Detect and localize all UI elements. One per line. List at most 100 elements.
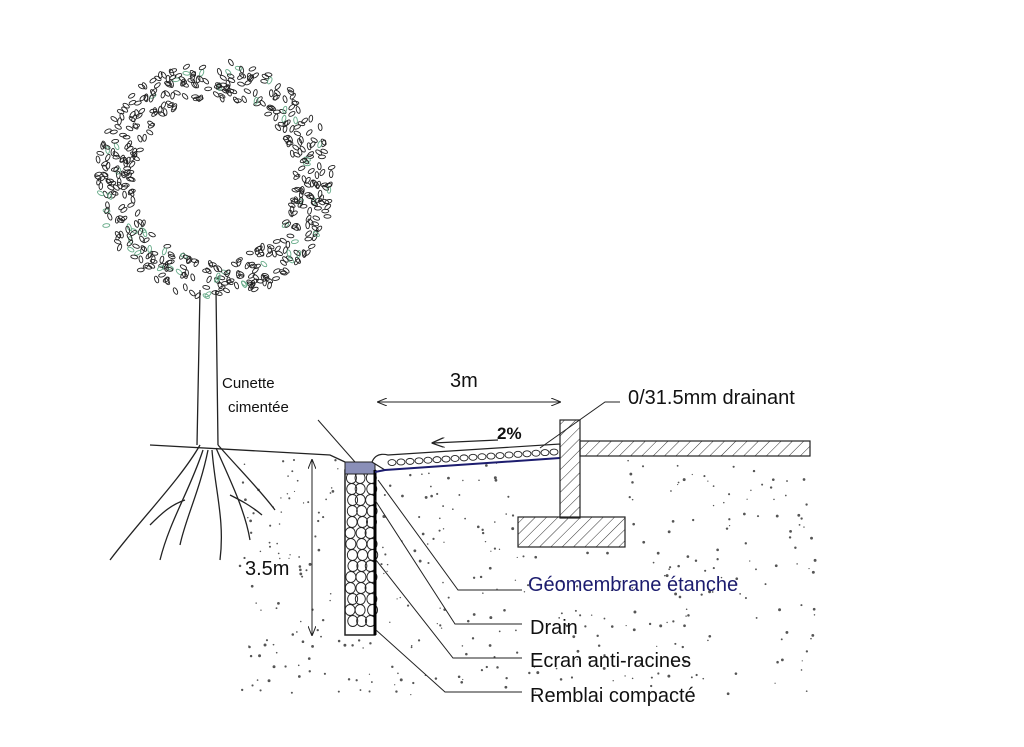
soil-speck — [275, 607, 278, 610]
leaf — [251, 278, 259, 285]
leaf — [165, 100, 174, 107]
soil-speck — [259, 550, 262, 553]
soil-speck — [631, 586, 634, 589]
soil-speck — [389, 621, 391, 623]
leaf — [128, 161, 136, 168]
tree-crown — [94, 58, 336, 299]
leaf — [112, 184, 120, 191]
leaf — [202, 77, 210, 85]
leaf — [309, 141, 316, 148]
leaf — [225, 69, 232, 76]
soil-speck — [410, 694, 412, 696]
gravel-stone — [405, 457, 415, 465]
soil-speck — [800, 604, 803, 607]
leaf — [182, 254, 191, 260]
leaf — [140, 219, 146, 228]
stone — [347, 593, 359, 605]
soil-speck — [284, 665, 287, 668]
leaf — [252, 89, 258, 97]
soil-speck — [648, 622, 652, 626]
leaf — [228, 58, 234, 67]
soil-speck — [728, 524, 731, 527]
leaf — [128, 116, 136, 123]
soil-speck — [241, 688, 244, 692]
leaf — [122, 190, 127, 199]
soil-speck — [498, 630, 501, 633]
soil-speck — [671, 520, 675, 523]
soil-speck — [421, 473, 423, 475]
ground-line — [149, 444, 346, 463]
soil-speck — [801, 660, 803, 662]
soil-speck — [337, 690, 340, 693]
leaf — [308, 114, 314, 123]
leaf — [160, 101, 167, 109]
soil-speck — [362, 647, 364, 649]
soil-speck — [641, 465, 645, 468]
soil-speck — [514, 579, 517, 581]
soil-speck — [523, 591, 526, 593]
soil-speck — [516, 556, 518, 559]
soil-speck — [685, 615, 687, 617]
leaf — [293, 174, 301, 180]
leaf — [106, 192, 113, 200]
slope-label: 2% — [497, 424, 522, 443]
soil-speck — [588, 656, 592, 659]
leaf — [204, 291, 212, 298]
leaf — [311, 225, 319, 232]
soil-speck — [810, 637, 812, 640]
soil-speck — [317, 548, 321, 552]
soil-speck — [464, 517, 466, 520]
soil-speck — [811, 633, 815, 637]
soil-speck — [424, 496, 428, 499]
leaf — [244, 79, 252, 86]
soil-speck — [308, 670, 311, 673]
leaf — [312, 233, 318, 242]
leaf — [120, 215, 128, 222]
leaf — [308, 192, 315, 200]
soil-speck — [465, 652, 468, 656]
leaf — [267, 77, 273, 85]
soil-speck — [559, 678, 563, 681]
soil-speck — [299, 572, 303, 576]
soil-speck — [440, 627, 443, 629]
leaf — [193, 259, 200, 268]
leaf — [181, 93, 189, 100]
leaf — [169, 74, 177, 81]
soil-speck — [482, 592, 484, 594]
soil-speck — [337, 468, 339, 470]
leaf — [307, 207, 312, 215]
soil-speck — [534, 555, 538, 559]
leaf — [289, 149, 295, 158]
soil-speck — [307, 657, 311, 660]
leaf — [97, 190, 105, 197]
leaf — [234, 65, 243, 71]
soil-speck — [488, 644, 492, 647]
soil-speck — [803, 526, 805, 528]
soil-speck — [368, 690, 371, 693]
leaf — [194, 292, 202, 299]
soil-speck — [667, 530, 671, 534]
leaf — [165, 82, 173, 88]
leaf — [312, 215, 321, 221]
leaf — [260, 260, 268, 268]
leaf — [121, 182, 130, 188]
leaf — [197, 75, 204, 83]
leaf — [126, 176, 135, 182]
soil-speck — [666, 621, 668, 624]
leaf — [274, 89, 281, 96]
soil-speck — [712, 485, 715, 487]
leaf — [128, 93, 136, 99]
leaf — [127, 246, 135, 253]
soil-speck — [784, 494, 787, 497]
soil-speck — [702, 677, 705, 680]
leaf — [136, 267, 145, 273]
soil-speck — [735, 582, 738, 586]
soil-speck — [746, 498, 748, 500]
soil-speck — [810, 536, 813, 540]
soil-speck — [750, 489, 752, 492]
soil-speck — [476, 525, 480, 529]
soil-speck — [259, 689, 262, 692]
gravel-stone — [459, 454, 469, 462]
soil-speck — [639, 662, 642, 665]
soil-speck — [744, 597, 747, 600]
